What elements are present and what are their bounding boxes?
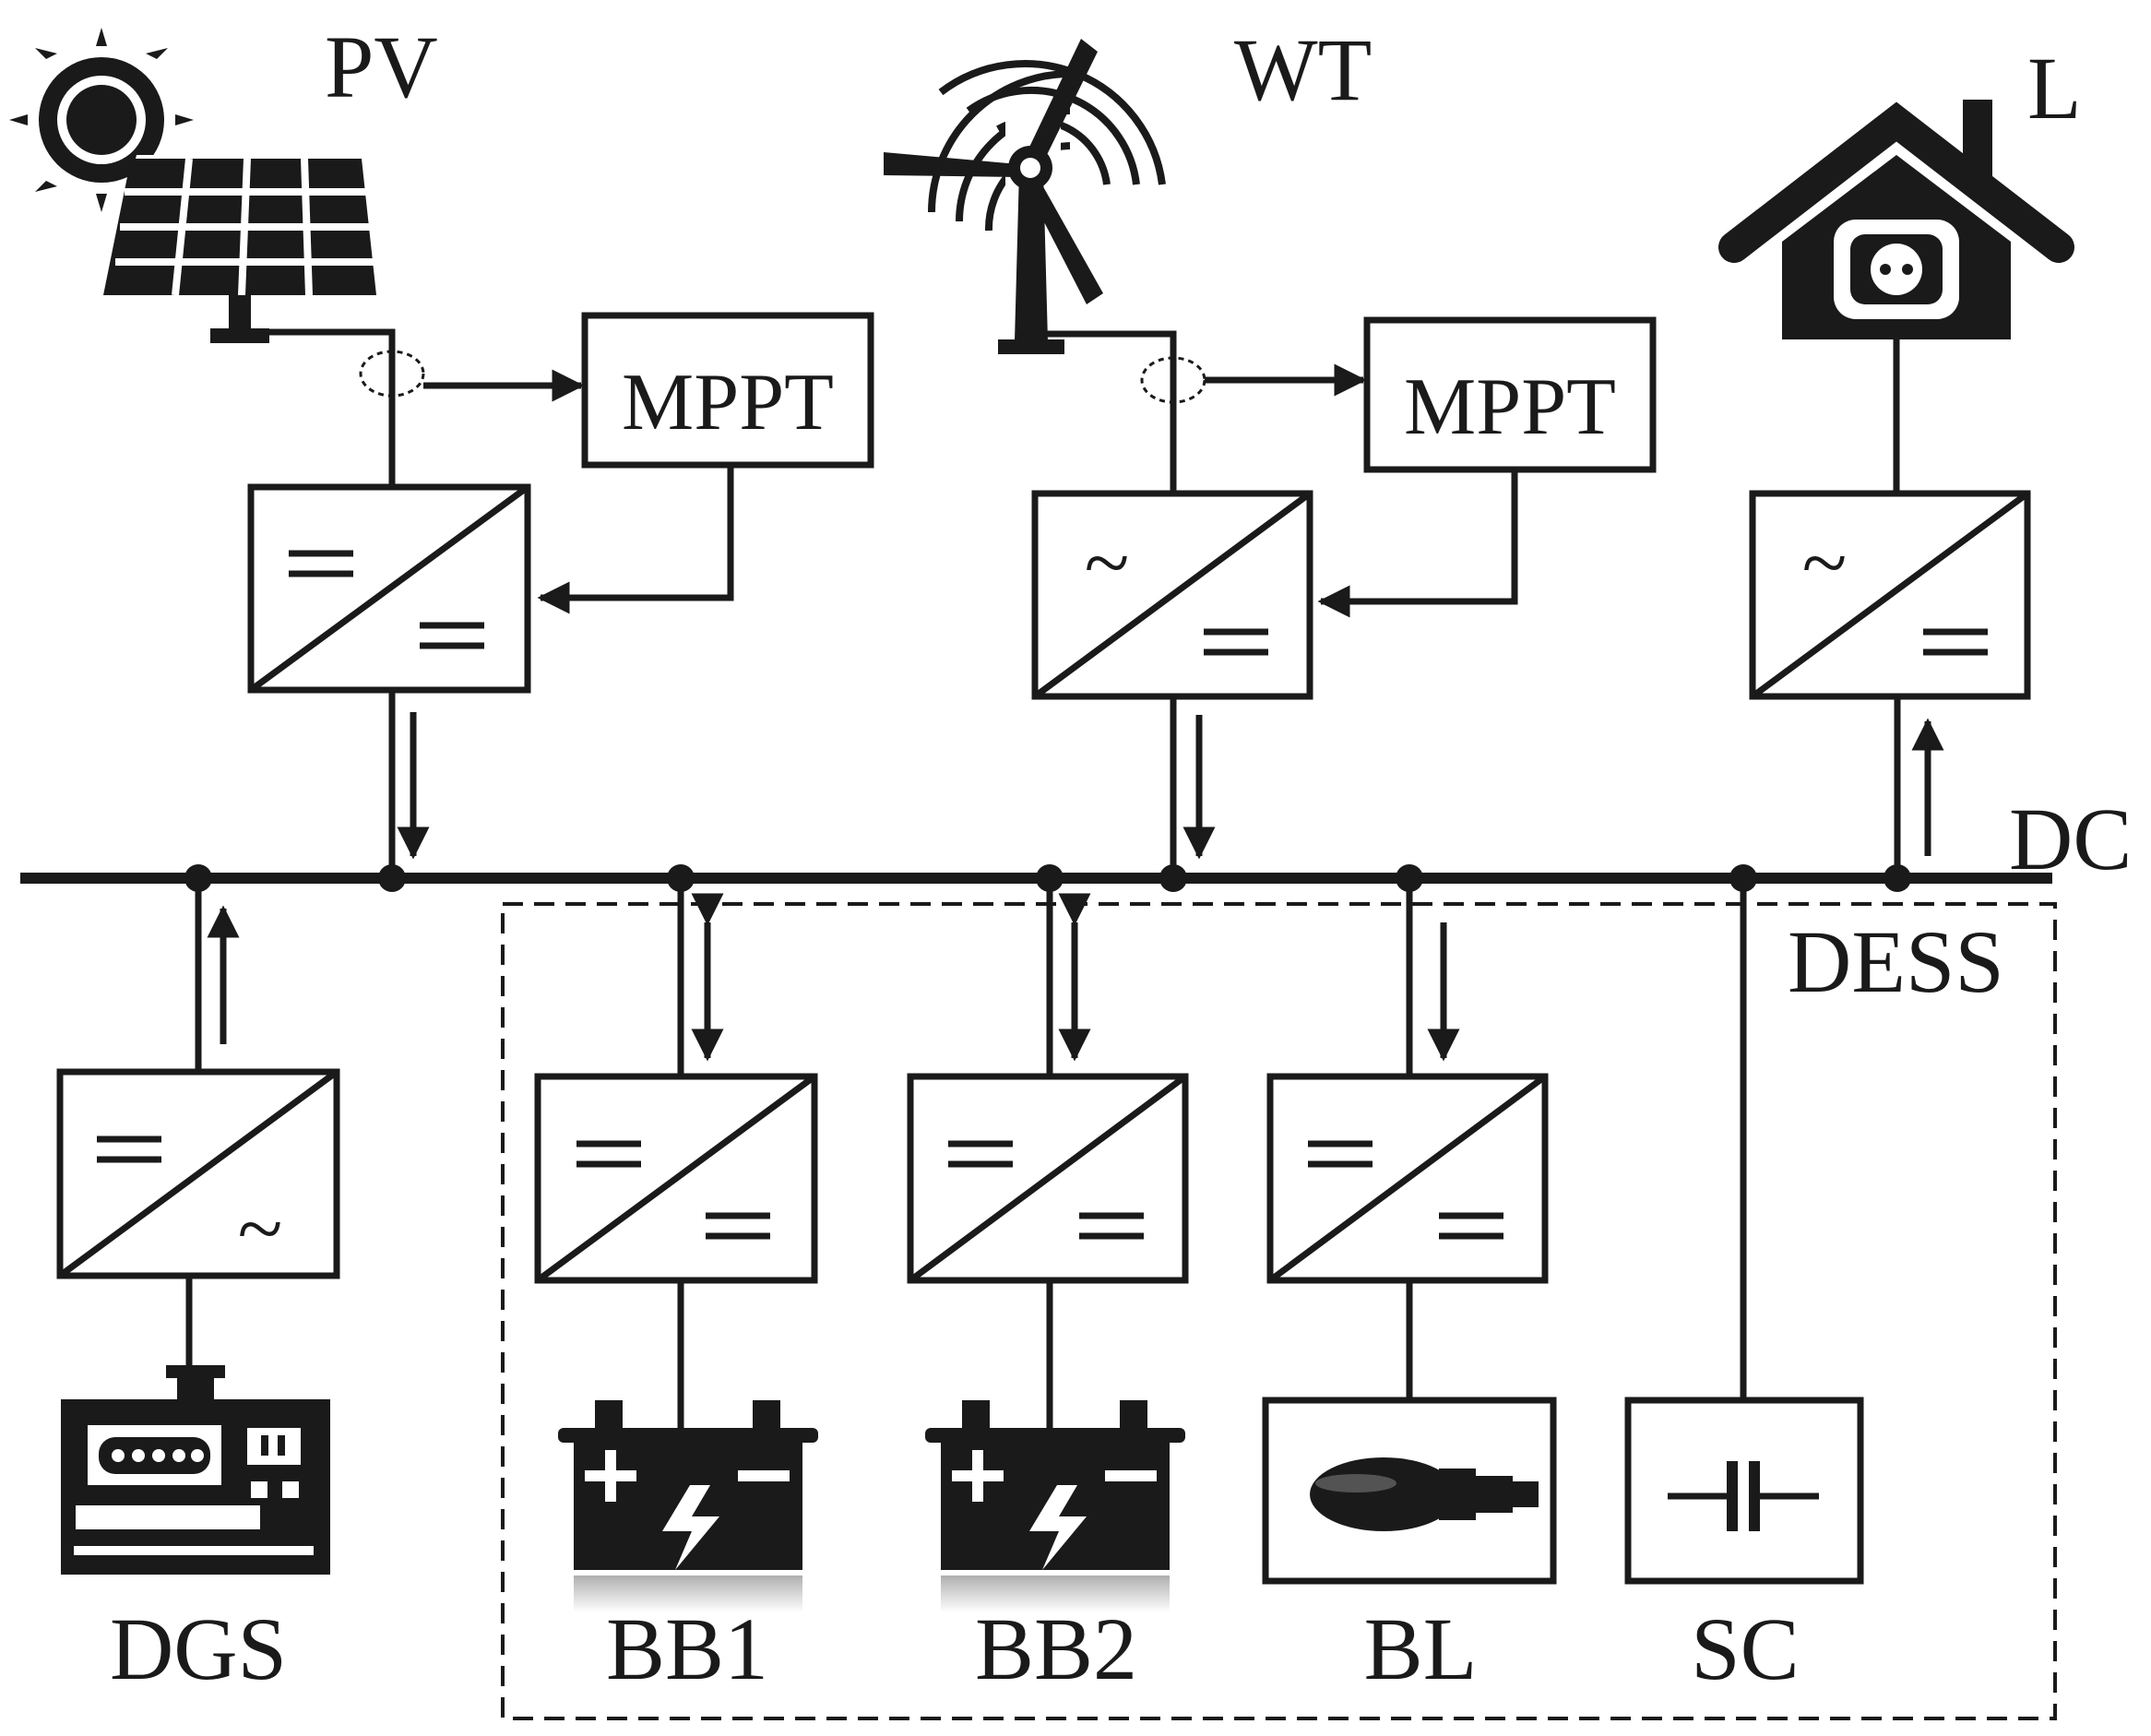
pv-mppt-label: MPPT	[622, 358, 834, 447]
wt-wiring	[1031, 330, 1518, 878]
ac-symbol: ~	[1802, 517, 1848, 609]
bb2-wiring	[1046, 878, 1091, 1434]
load-wiring	[1893, 339, 1944, 878]
bl-wiring	[1406, 878, 1460, 1400]
wind-turbine-icon	[884, 39, 1166, 354]
bl-dc-dc-converter	[1266, 1073, 1549, 1284]
bl-unit-box	[1262, 1397, 1557, 1585]
pv-mppt-box: MPPT	[581, 312, 874, 469]
bb2-label: BB2	[975, 1599, 1137, 1698]
battery-icon	[925, 1400, 1185, 1612]
dgs-label: DGS	[110, 1599, 287, 1698]
wt-label: WT	[1234, 20, 1372, 119]
pv-label: PV	[325, 18, 438, 116]
load-ac-dc-converter: ~	[1749, 490, 2031, 700]
house-socket-icon	[1718, 100, 2074, 339]
dgs-wiring	[185, 878, 240, 1376]
dc-bus-label: DC	[2009, 790, 2132, 888]
bb2-dc-dc-converter	[907, 1073, 1189, 1284]
bb1-dc-dc-converter	[534, 1073, 818, 1284]
sc-label: SC	[1691, 1599, 1799, 1698]
bl-label: BL	[1364, 1599, 1478, 1698]
load-label: L	[2027, 39, 2082, 137]
wt-mppt-label: MPPT	[1404, 363, 1616, 452]
sc-unit-box	[1624, 1397, 1864, 1585]
diesel-generator-icon	[61, 1365, 330, 1575]
dess-label: DESS	[1788, 912, 2004, 1011]
bb1-wiring	[677, 878, 724, 1434]
wt-ac-dc-converter: ~	[1031, 490, 1313, 700]
bottle-icon	[1310, 1457, 1539, 1531]
ac-symbol: ~	[238, 1183, 283, 1275]
dgs-dc-ac-converter: ~	[56, 1068, 340, 1279]
dess-enclosure	[501, 902, 2057, 1720]
pv-wiring	[251, 328, 734, 878]
capacitor-icon	[1668, 1461, 1819, 1531]
bb1-label: BB1	[606, 1599, 768, 1698]
solar-panel-icon	[9, 28, 380, 343]
dc-bus	[20, 864, 2052, 892]
pv-dc-dc-converter	[247, 483, 531, 694]
ac-symbol: ~	[1085, 517, 1130, 609]
battery-icon	[558, 1400, 818, 1612]
wt-mppt-box: MPPT	[1363, 316, 1657, 473]
